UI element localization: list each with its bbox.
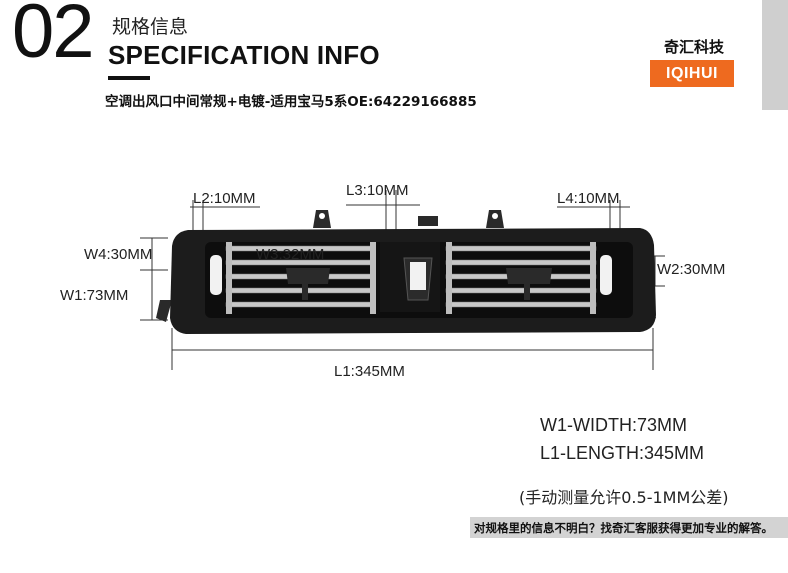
dim-label-l4: L4:10MM [557, 190, 620, 207]
decorative-side-bar [762, 0, 788, 110]
dimension-lines [140, 190, 665, 370]
air-vent-grille [156, 210, 656, 334]
section-number: 02 [12, 0, 95, 74]
dim-label-w2: W2:30MM [657, 261, 726, 278]
dim-label-w4: W4:30MM [84, 246, 153, 263]
title-underline [108, 76, 150, 80]
tolerance-note: (手动测量允许0.5-1MM公差) [519, 488, 729, 507]
dim-label-w3: W3:32MM [256, 246, 325, 263]
section-title-cn: 规格信息 [112, 16, 189, 38]
dim-label-l2: L2:10MM [193, 190, 256, 207]
product-subtitle: 空调出风口中间常规+电镀-适用宝马5系OE:64229166885 [105, 94, 477, 110]
dim-label-l1: L1:345MM [334, 363, 405, 380]
dim-label-w1: W1:73MM [60, 287, 129, 304]
dim-label-l3: L3:10MM [346, 182, 409, 199]
help-banner [470, 517, 788, 538]
spec-length: L1-LENGTH:345MM [540, 443, 705, 463]
brand-logo-badge: IQIHUI [650, 60, 734, 87]
spec-width: W1-WIDTH:73MM [540, 415, 687, 435]
help-banner-text: 对规格里的信息不明白？找奇汇客服获得更加专业的解答。 [474, 521, 773, 535]
brand-name-cn: 奇汇科技 [663, 38, 724, 56]
section-title-en: SPECIFICATION INFO [108, 40, 380, 70]
